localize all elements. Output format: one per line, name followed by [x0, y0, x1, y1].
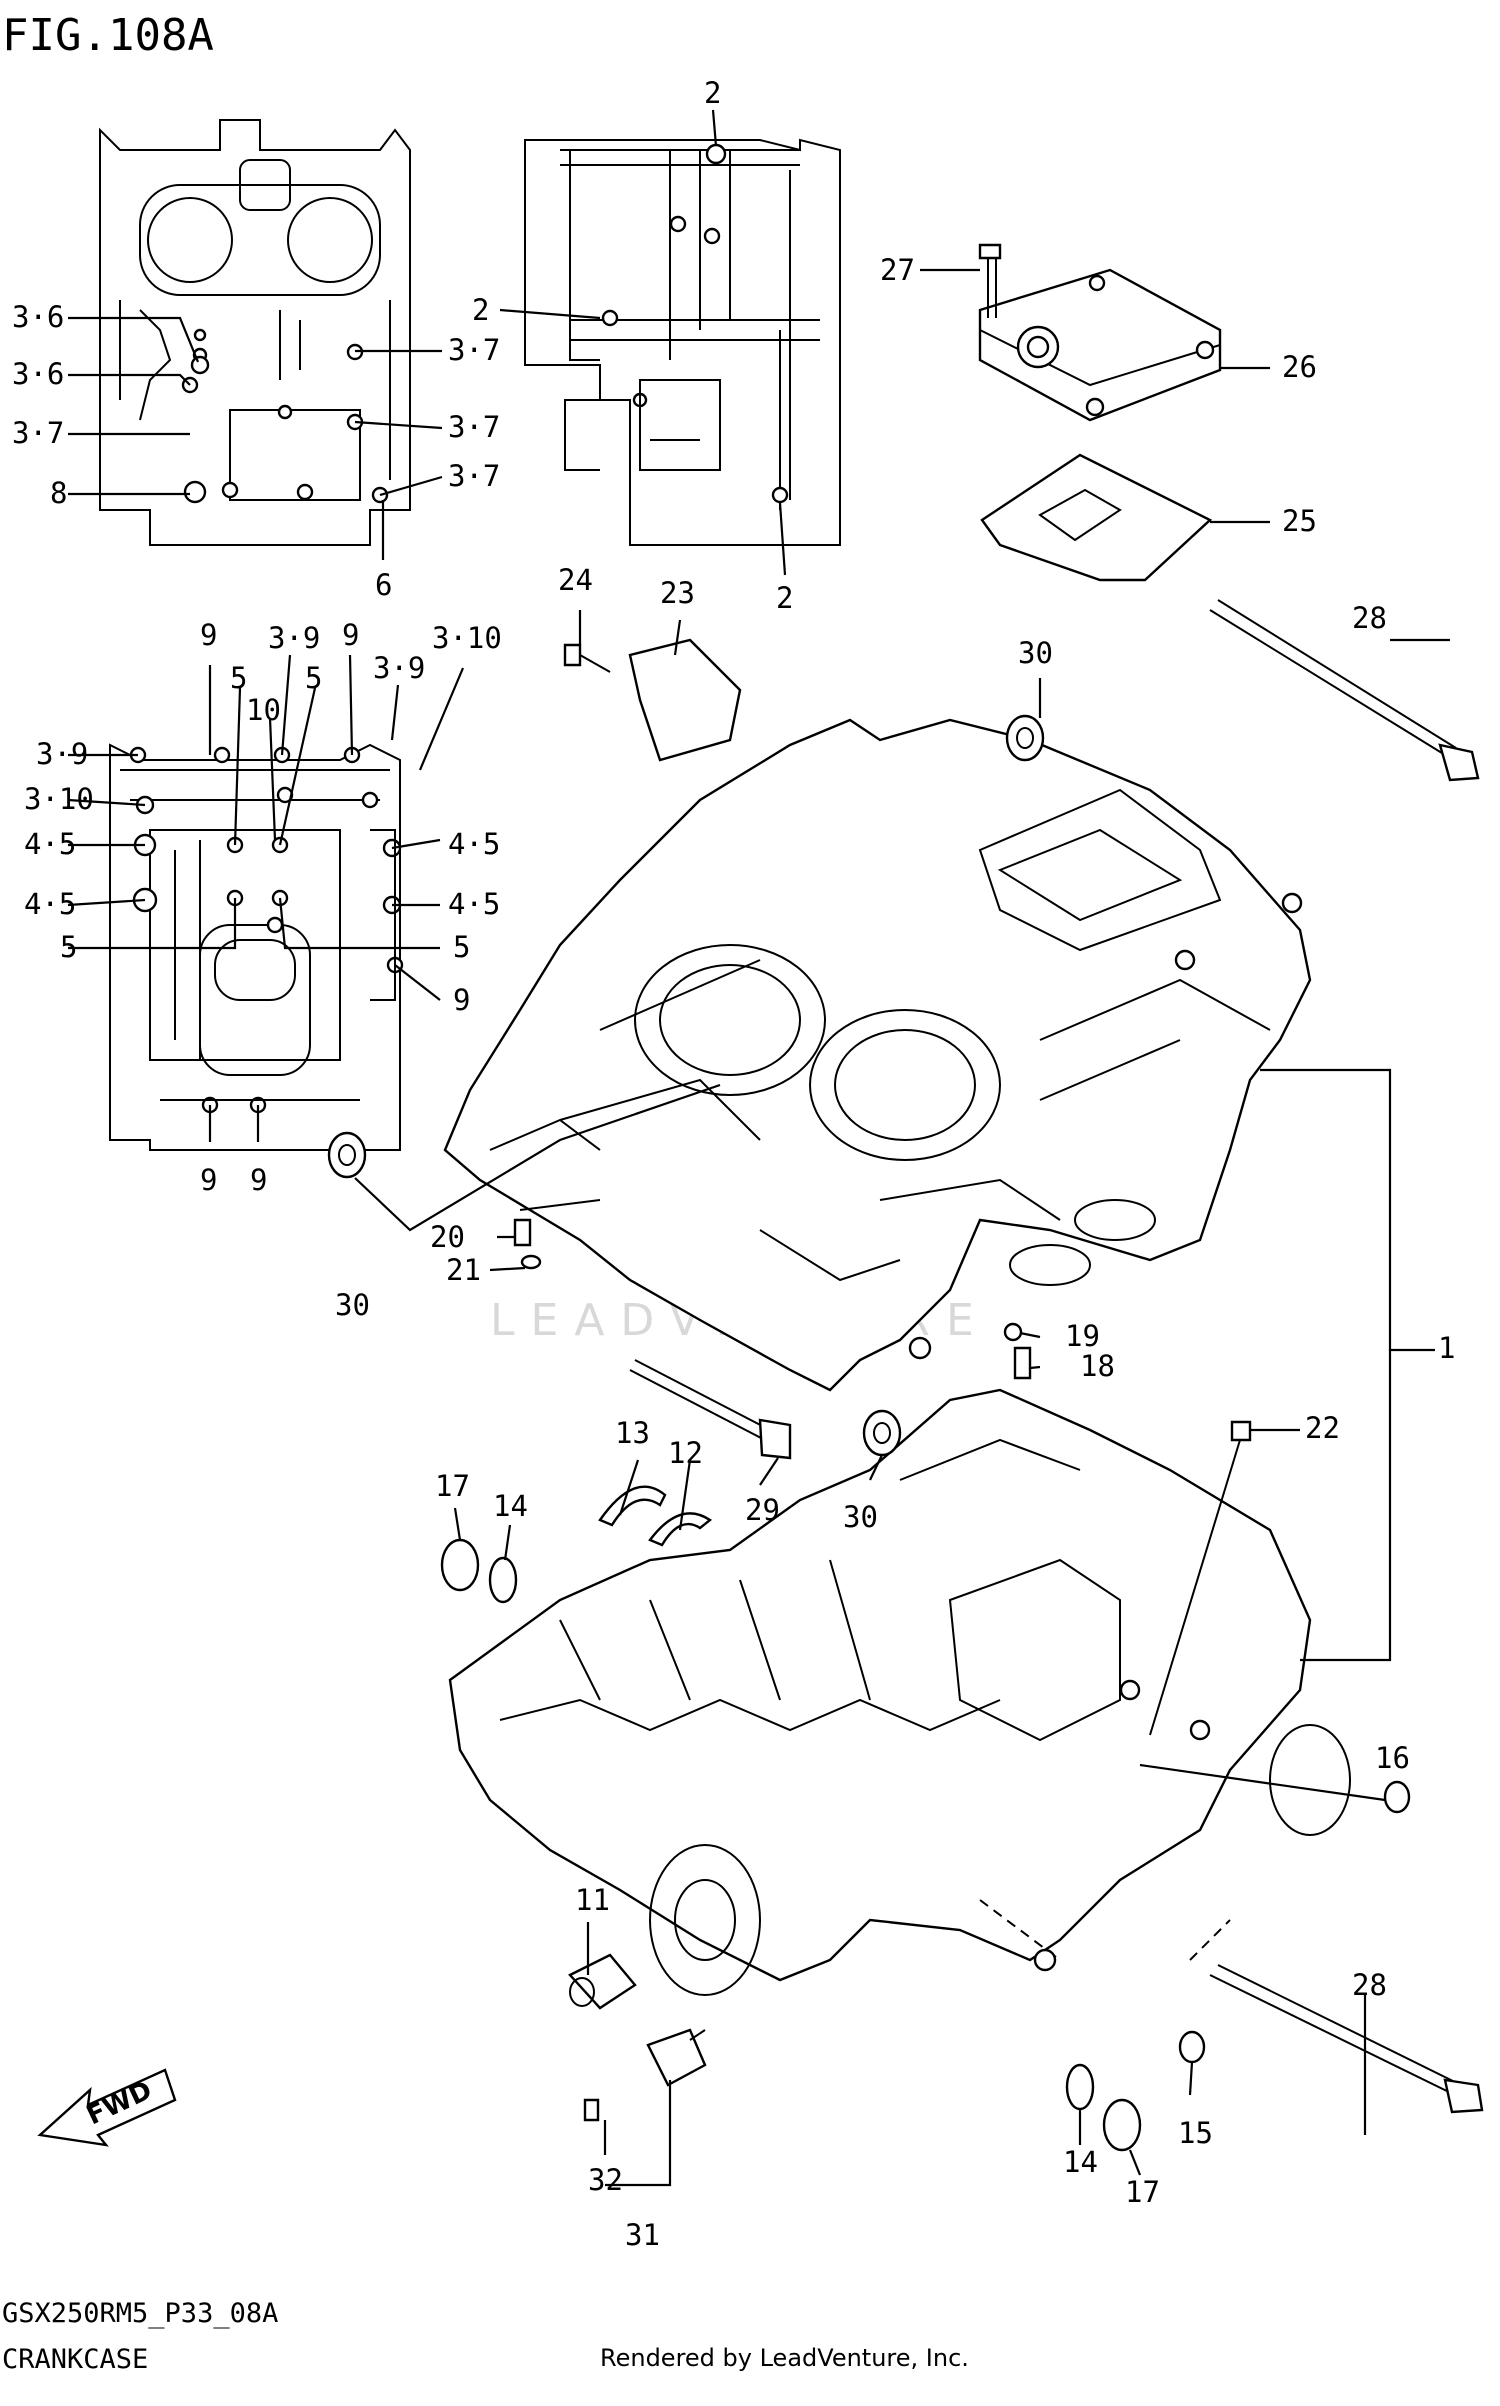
callout-17: 17 [435, 1469, 470, 1503]
callout-2: 2 [776, 581, 793, 615]
callout-3-10: 3·10 [432, 621, 502, 655]
callout-29: 29 [745, 1493, 780, 1527]
callout-32: 32 [588, 2163, 623, 2197]
callout-12: 12 [668, 1436, 703, 1470]
parts: FWD [37, 243, 1484, 2152]
callout-30: 30 [1018, 636, 1053, 670]
figure-name: CRANKCASE [2, 2344, 148, 2375]
callout-9: 9 [200, 1163, 217, 1197]
credit-text: Rendered by LeadVenture, Inc. [600, 2344, 969, 2372]
callout-26: 26 [1282, 350, 1317, 384]
lower-crankcase [448, 1388, 1351, 1996]
callout-3-9: 3·9 [268, 621, 320, 655]
callout-10: 10 [246, 693, 281, 727]
leader-lines [67, 109, 1450, 2187]
callout-25: 25 [1282, 504, 1317, 538]
callout-16: 16 [1375, 1741, 1410, 1775]
callout-3-7: 3·7 [448, 459, 500, 493]
callout-31: 31 [625, 2218, 660, 2252]
callout-5: 5 [305, 661, 322, 695]
callout-23: 23 [660, 576, 695, 610]
callout-2: 2 [704, 76, 721, 110]
callout-28: 28 [1352, 1968, 1387, 2002]
callout-3-9: 3·9 [373, 651, 425, 685]
callout-19: 19 [1065, 1319, 1100, 1353]
callout-18: 18 [1080, 1349, 1115, 1383]
callout-14: 14 [493, 1489, 528, 1523]
callout-3-6: 3·6 [12, 300, 64, 334]
callout-9: 9 [342, 618, 359, 652]
callout-13: 13 [615, 1416, 650, 1450]
callout-11: 11 [575, 1883, 610, 1917]
callout-27: 27 [880, 253, 915, 287]
callouts: 3·6 3·6 3·7 8 3·7 3·7 3·7 6 2 2 2 3·9 3·… [12, 76, 1455, 2252]
callout-3-7: 3·7 [448, 333, 500, 367]
callout-14: 14 [1063, 2145, 1098, 2179]
callout-9: 9 [453, 983, 470, 1017]
figure-code: GSX250RM5_P33_08A [2, 2298, 278, 2329]
callout-3-9: 3·9 [36, 737, 88, 771]
callout-8: 8 [50, 476, 67, 510]
callout-3-10: 3·10 [24, 782, 94, 816]
callout-30: 30 [335, 1288, 370, 1322]
upper-crankcase [443, 718, 1312, 1392]
inset-upper-case-top [99, 119, 411, 546]
callout-4-5: 4·5 [448, 827, 500, 861]
callout-24: 24 [558, 563, 593, 597]
callout-28: 28 [1352, 601, 1387, 635]
callout-4-5: 4·5 [24, 887, 76, 921]
callout-1: 1 [1438, 1331, 1455, 1365]
callout-6: 6 [375, 568, 392, 602]
callout-9: 9 [200, 618, 217, 652]
callout-3-7: 3·7 [12, 416, 64, 450]
callout-5: 5 [453, 930, 470, 964]
callout-3-6: 3·6 [12, 357, 64, 391]
callout-3-7: 3·7 [448, 410, 500, 444]
callout-30: 30 [843, 1500, 878, 1534]
inset-upper-case-side [524, 138, 841, 546]
callout-22: 22 [1305, 1411, 1340, 1445]
callout-17: 17 [1125, 2175, 1160, 2209]
callout-9: 9 [250, 1163, 267, 1197]
callout-4-5: 4·5 [448, 887, 500, 921]
callout-20: 20 [430, 1220, 465, 1254]
figure-title: FIG.108A [2, 10, 214, 61]
callout-2: 2 [472, 293, 489, 327]
callout-5: 5 [230, 661, 247, 695]
callout-15: 15 [1178, 2116, 1213, 2150]
callout-21: 21 [446, 1253, 481, 1287]
callout-5: 5 [60, 930, 77, 964]
callout-4-5: 4·5 [24, 827, 76, 861]
